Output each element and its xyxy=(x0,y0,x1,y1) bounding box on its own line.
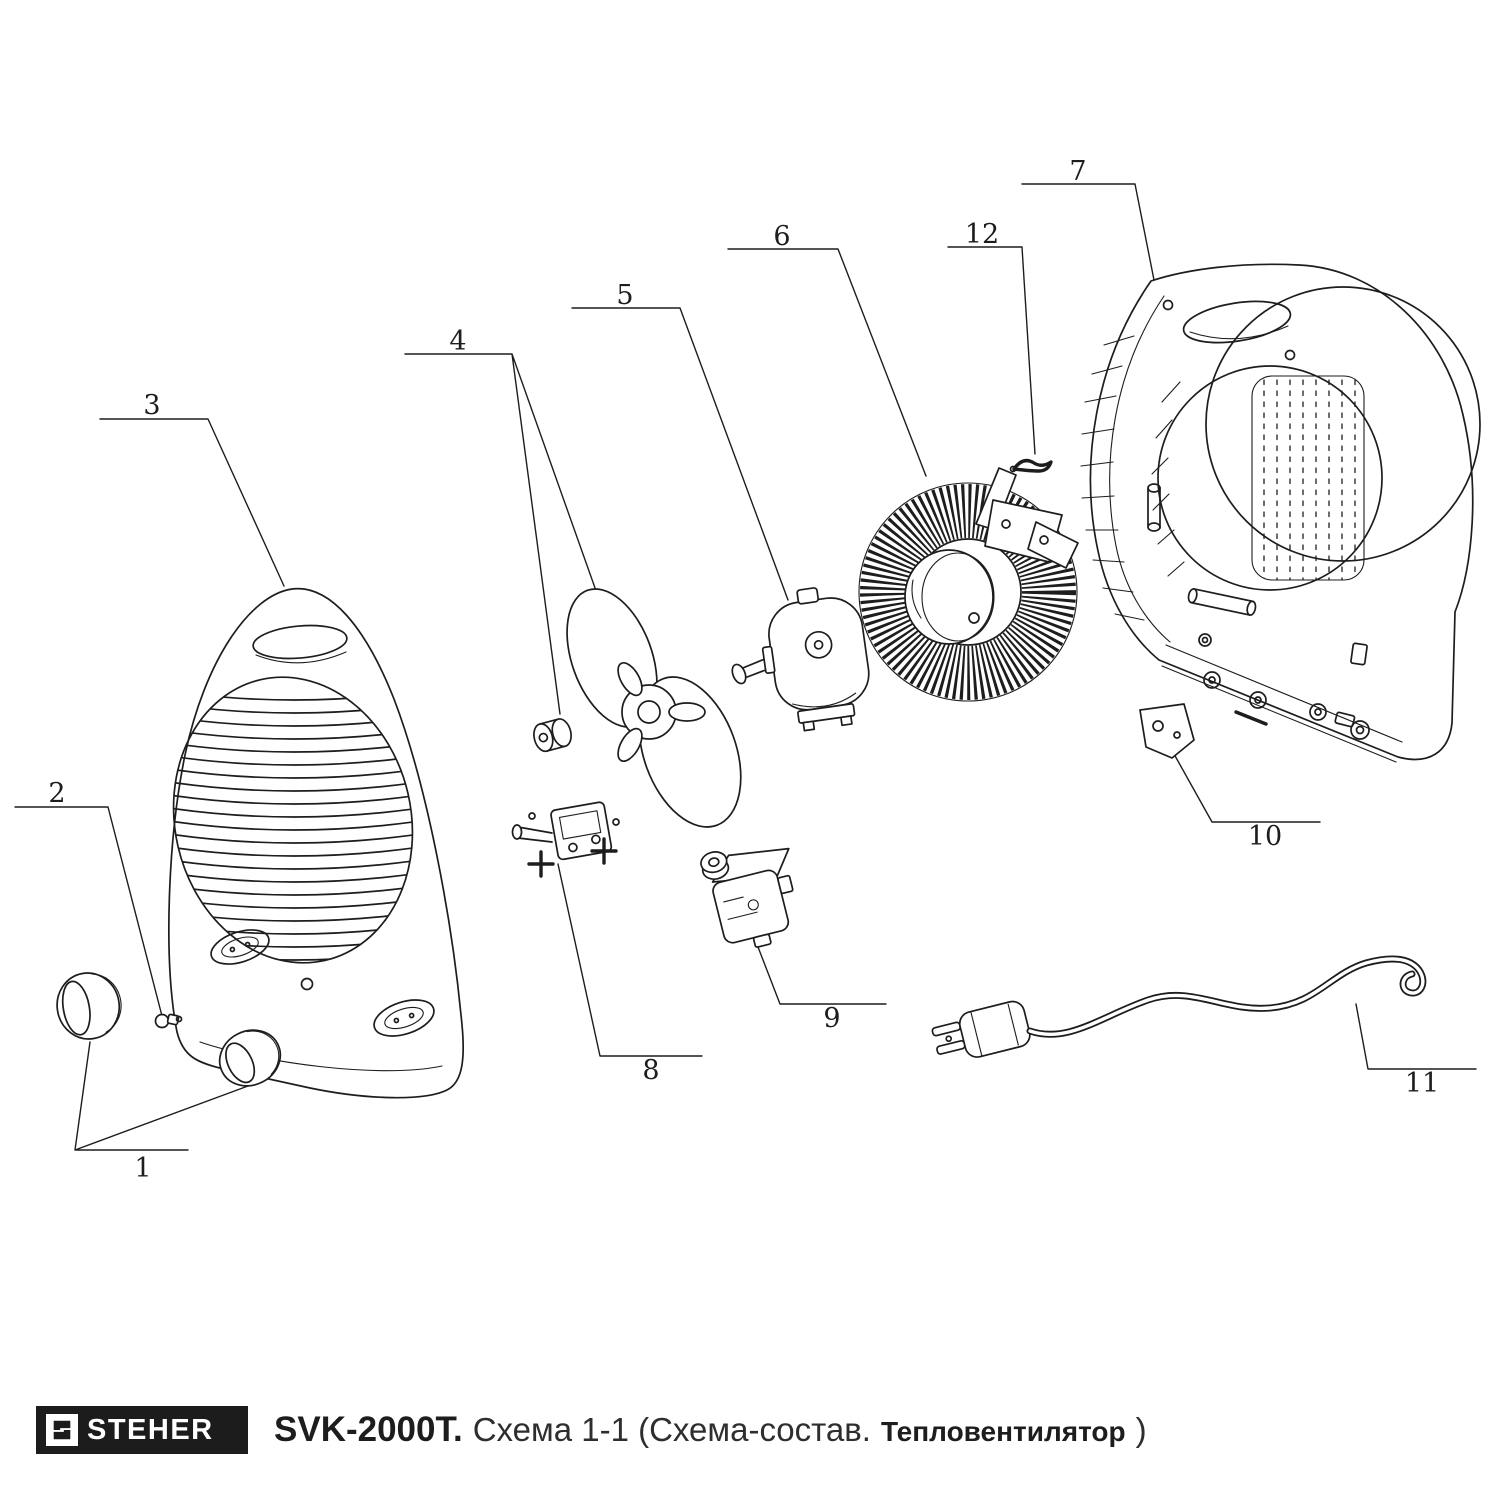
part-heating-element xyxy=(858,467,1079,702)
part-motor xyxy=(731,587,870,732)
brand-icon xyxy=(46,1414,78,1446)
part-labels: 1 2 3 4 5 6 7 8 9 10 11 12 xyxy=(48,156,1439,1184)
schema-label: Схема 1-1 (Схема-состав. xyxy=(472,1411,871,1448)
part-bracket xyxy=(1139,703,1195,759)
exploded-diagram: 1 2 3 4 5 6 7 8 9 10 11 12 xyxy=(14,156,1481,1184)
part-label-11: 11 xyxy=(1405,1068,1439,1099)
brand-logo: STEHER xyxy=(36,1406,248,1454)
part-feet xyxy=(56,972,282,1087)
model-number: SVK-2000T. xyxy=(274,1410,463,1449)
closing-paren: ) xyxy=(1135,1411,1147,1448)
product-name: Тепловентилятор xyxy=(880,1416,1126,1447)
part-wire-clip xyxy=(1009,458,1053,473)
part-label-5: 5 xyxy=(616,280,633,311)
part-label-2: 2 xyxy=(48,778,65,809)
diagram-title: SVK-2000T. Схема 1-1 (Схема-состав. Тепл… xyxy=(274,1410,1147,1450)
part-label-9: 9 xyxy=(823,1003,840,1034)
part-switch xyxy=(700,847,794,948)
part-label-12: 12 xyxy=(965,219,999,250)
vent-left xyxy=(210,929,270,965)
part-label-7: 7 xyxy=(1069,156,1086,187)
part-rear-housing xyxy=(1080,263,1481,763)
part-fan-bushing xyxy=(533,718,572,753)
part-label-8: 8 xyxy=(642,1055,659,1086)
part-label-10: 10 xyxy=(1248,821,1282,852)
part-knob xyxy=(154,1013,183,1029)
brand-name: STEHER xyxy=(87,1413,214,1446)
handle-cutout xyxy=(252,624,348,660)
vent-right xyxy=(373,999,435,1037)
part-front-housing xyxy=(149,587,465,1099)
part-label-6: 6 xyxy=(773,221,790,252)
part-label-1: 1 xyxy=(134,1153,151,1184)
part-power-cord xyxy=(931,955,1427,1058)
leader-lines xyxy=(14,183,1477,1151)
part-fan-blade xyxy=(566,588,742,828)
part-label-4: 4 xyxy=(449,326,466,357)
footer: STEHER SVK-2000T. Схема 1-1 (Схема-соста… xyxy=(36,1404,1464,1456)
part-label-3: 3 xyxy=(143,390,160,421)
part-thermostat xyxy=(511,801,620,878)
